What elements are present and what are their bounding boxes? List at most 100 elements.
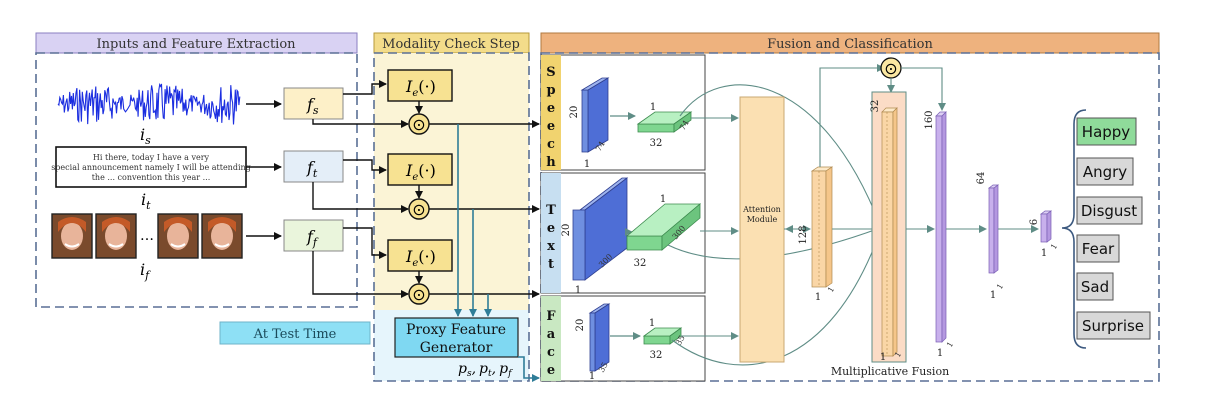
feature-speech-label: fs [306, 95, 319, 117]
fc-6-bar [1039, 210, 1053, 243]
test-time-box [219, 321, 371, 345]
text-tab-letter: t [548, 257, 554, 272]
svg-text:1: 1 [880, 352, 886, 363]
text-input-line-3: the ... convention this year ... [92, 173, 211, 182]
emotion-fear-box [1076, 234, 1120, 263]
svg-text:1: 1 [575, 285, 581, 296]
emotion-happy-box [1076, 117, 1137, 146]
text-input-line-2: special announcement namely I will be at… [51, 163, 251, 172]
face-image [51, 213, 93, 259]
attention-module [739, 96, 785, 363]
modality-check-text: Ie(·) [387, 153, 453, 186]
svg-text:Module: Module [747, 215, 778, 224]
emotion-label: Fear [1082, 240, 1115, 258]
svg-text:1: 1 [1049, 242, 1059, 251]
svg-text:1: 1 [995, 282, 1005, 291]
emotion-label: Surprise [1082, 317, 1144, 335]
odot-speech: ⊙ [412, 115, 425, 134]
speech-tab-letter: h [546, 155, 556, 170]
svg-text:32: 32 [870, 100, 881, 113]
speech-green-block [636, 111, 693, 133]
feature-text-label: ft [306, 158, 318, 180]
svg-text:Ie(·): Ie(·) [405, 247, 436, 269]
emotion-angry-box [1076, 157, 1134, 186]
emotion-list: Happy Angry Disgust Fear Sad Surprise [1076, 117, 1151, 340]
inputs-section: Inputs and Feature Extraction is Hi ther… [35, 32, 358, 308]
svg-text:1: 1 [826, 285, 836, 294]
face-tab [541, 296, 561, 381]
svg-text:1: 1 [893, 350, 903, 359]
proxy-line-1: Proxy Feature [406, 322, 506, 338]
speech-tab-letter: e [547, 101, 555, 116]
face-image [201, 213, 243, 259]
face-image [157, 213, 199, 259]
fc-160-bar [935, 111, 947, 343]
text-tab-letter: e [547, 221, 555, 236]
svg-text:Attention: Attention [742, 205, 781, 214]
attention-output-bar [810, 166, 834, 288]
proxy-feature-generator [394, 317, 519, 358]
modality-section: Modality Check Step Ie(·) Ie(·) Ie(·) ⊙ … [312, 32, 540, 382]
proxy-outputs: ps,pt,pf [458, 361, 513, 379]
text-input-label: it [141, 190, 151, 212]
emotion-label: Sad [1081, 278, 1109, 296]
text-tab-letter: x [547, 239, 555, 254]
speech-waveform [57, 82, 241, 125]
svg-text:20: 20 [575, 319, 586, 332]
face-conv-block [588, 303, 611, 372]
speech-input-label: is [140, 125, 151, 147]
test-time-label: At Test Time [253, 327, 337, 342]
svg-text:1: 1 [990, 290, 996, 301]
svg-text:1: 1 [649, 318, 655, 329]
svg-text:20: 20 [561, 224, 572, 237]
svg-text:35: 35 [597, 361, 610, 374]
feature-box-face [283, 219, 344, 252]
text-tab-letter: T [546, 203, 556, 218]
face-image [95, 213, 137, 259]
speech-tab-letter: e [547, 119, 555, 134]
emotion-label: Disgust [1081, 202, 1137, 220]
face-tab-letter: c [547, 345, 555, 360]
face-tab-letter: a [547, 327, 556, 342]
svg-text:1: 1 [815, 292, 821, 303]
svg-text:1: 1 [589, 371, 595, 382]
svg-text:74: 74 [594, 140, 607, 153]
svg-text:160: 160 [924, 110, 935, 129]
proxy-line-2: Generator [420, 340, 493, 356]
svg-text:128: 128 [798, 225, 809, 244]
speech-tab-letter: c [547, 137, 555, 152]
text-conv-block [572, 177, 629, 281]
emotion-label: Happy [1082, 123, 1131, 141]
fc-64-bar [987, 184, 1000, 274]
text-input-box [55, 146, 247, 188]
speech-tab [541, 55, 561, 170]
face-thumbnails: … [51, 213, 243, 259]
svg-text:1: 1 [1041, 248, 1047, 259]
svg-text:Ie(·): Ie(·) [405, 161, 436, 183]
svg-text:Ie(·): Ie(·) [405, 77, 436, 99]
svg-text:1: 1 [584, 159, 590, 170]
text-green-block [625, 203, 702, 251]
fusion-header: Fusion and Classification [767, 37, 933, 52]
modality-header: Modality Check Step [382, 37, 520, 52]
face-tab-letter: F [546, 309, 556, 324]
emotion-sad-box [1076, 272, 1114, 301]
svg-text:1: 1 [937, 348, 943, 359]
svg-text:64: 64 [976, 172, 987, 185]
emotion-disgust-box [1076, 196, 1143, 225]
emotion-label: Angry [1083, 163, 1127, 181]
svg-text:1: 1 [650, 102, 656, 113]
speech-conv-block [580, 77, 610, 153]
modality-check-speech: Ie(·) [387, 69, 453, 102]
face-ellipsis: … [140, 228, 154, 244]
svg-text:32: 32 [650, 350, 663, 361]
feature-box-speech [283, 87, 344, 120]
odot-text: ⊙ [412, 200, 425, 219]
text-tab [541, 173, 561, 293]
inputs-header: Inputs and Feature Extraction [96, 37, 296, 52]
svg-text:74: 74 [678, 119, 691, 132]
inputs-frame [35, 52, 358, 308]
svg-text:6: 6 [1029, 219, 1040, 225]
emotion-surprise-box [1076, 311, 1151, 340]
svg-text:20: 20 [569, 106, 580, 119]
